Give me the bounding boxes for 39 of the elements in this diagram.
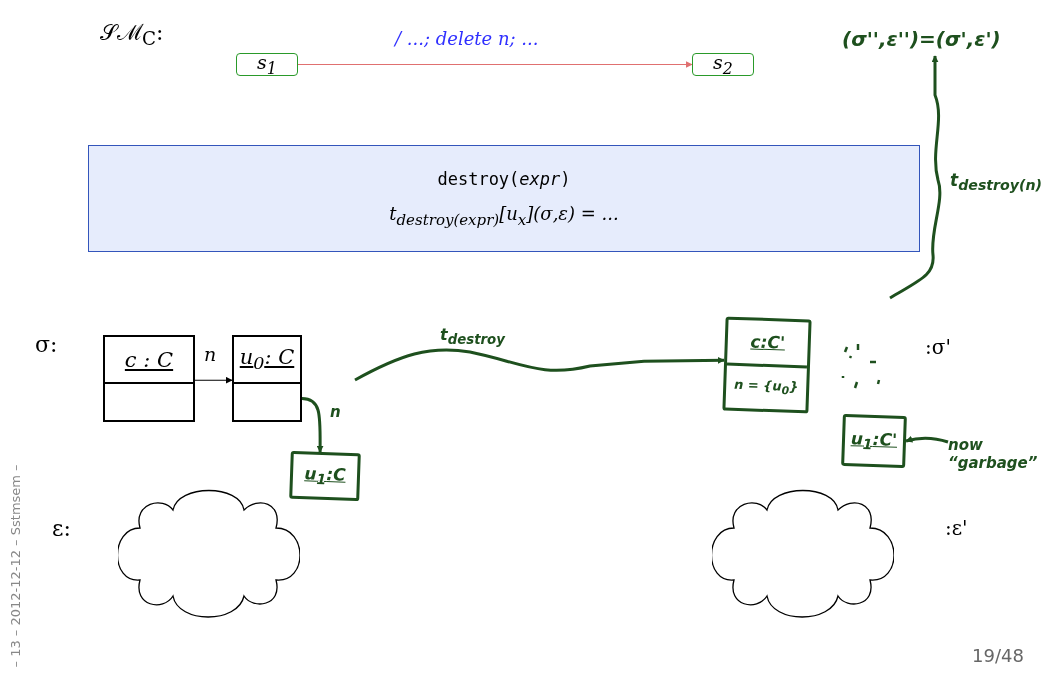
object-sketch bbox=[722, 316, 812, 414]
arrow bbox=[905, 435, 949, 444]
object-sketch bbox=[289, 450, 361, 502]
state-label: σ: bbox=[35, 332, 58, 357]
state-box bbox=[692, 53, 754, 76]
environment-label: :ε' bbox=[945, 516, 968, 540]
edge-label: / ...; delete n; ... bbox=[395, 28, 539, 49]
footer-text: – 13 – 2012-12-12 – Sstmsem – bbox=[7, 467, 23, 668]
edge-label: n bbox=[330, 403, 341, 421]
handwritten-note: (σ'',ε'')=(σ',ε') bbox=[842, 27, 1002, 51]
handwritten-note: now “garbage” bbox=[948, 436, 1039, 472]
arrow bbox=[194, 376, 233, 384]
state-label: :σ' bbox=[925, 335, 951, 359]
state-box bbox=[236, 53, 298, 76]
attribute-value: n = {u$_{0}$} bbox=[733, 377, 799, 399]
formula: t$_{destroy(expr)}$[u$_{x}$](σ,ε) = ... bbox=[389, 202, 619, 229]
object-box bbox=[103, 335, 195, 422]
object-name: c : C bbox=[124, 347, 174, 372]
state-name: s$_{1}$ bbox=[257, 51, 277, 78]
cloud-shape bbox=[118, 488, 300, 620]
statement-heading: destroy(expr) bbox=[437, 168, 571, 189]
edge-label: t$_{destroy}$ bbox=[440, 325, 505, 348]
arrow bbox=[889, 55, 942, 300]
object-box bbox=[232, 335, 302, 422]
object-name: u$_{1}$:C bbox=[304, 463, 346, 489]
arrow bbox=[354, 348, 725, 382]
object-name: u$_{1}$:C' bbox=[850, 428, 898, 454]
state-name: s$_{2}$ bbox=[713, 51, 733, 78]
edge-label: n bbox=[204, 343, 217, 365]
object-name: c:C' bbox=[750, 331, 786, 353]
diagram-heading: 𝒮ℳ$_{C}$: bbox=[100, 20, 164, 50]
arrow bbox=[297, 61, 693, 68]
object-sketch bbox=[841, 413, 907, 469]
edge-label: t$_{destroy(n)}$ bbox=[950, 170, 1043, 194]
environment-label: ε: bbox=[52, 516, 71, 541]
page-number: 19/48 bbox=[972, 645, 1024, 666]
definition-panel bbox=[88, 145, 920, 252]
object-name: u$_{0}$: C bbox=[239, 345, 295, 374]
cloud-shape bbox=[712, 488, 894, 620]
